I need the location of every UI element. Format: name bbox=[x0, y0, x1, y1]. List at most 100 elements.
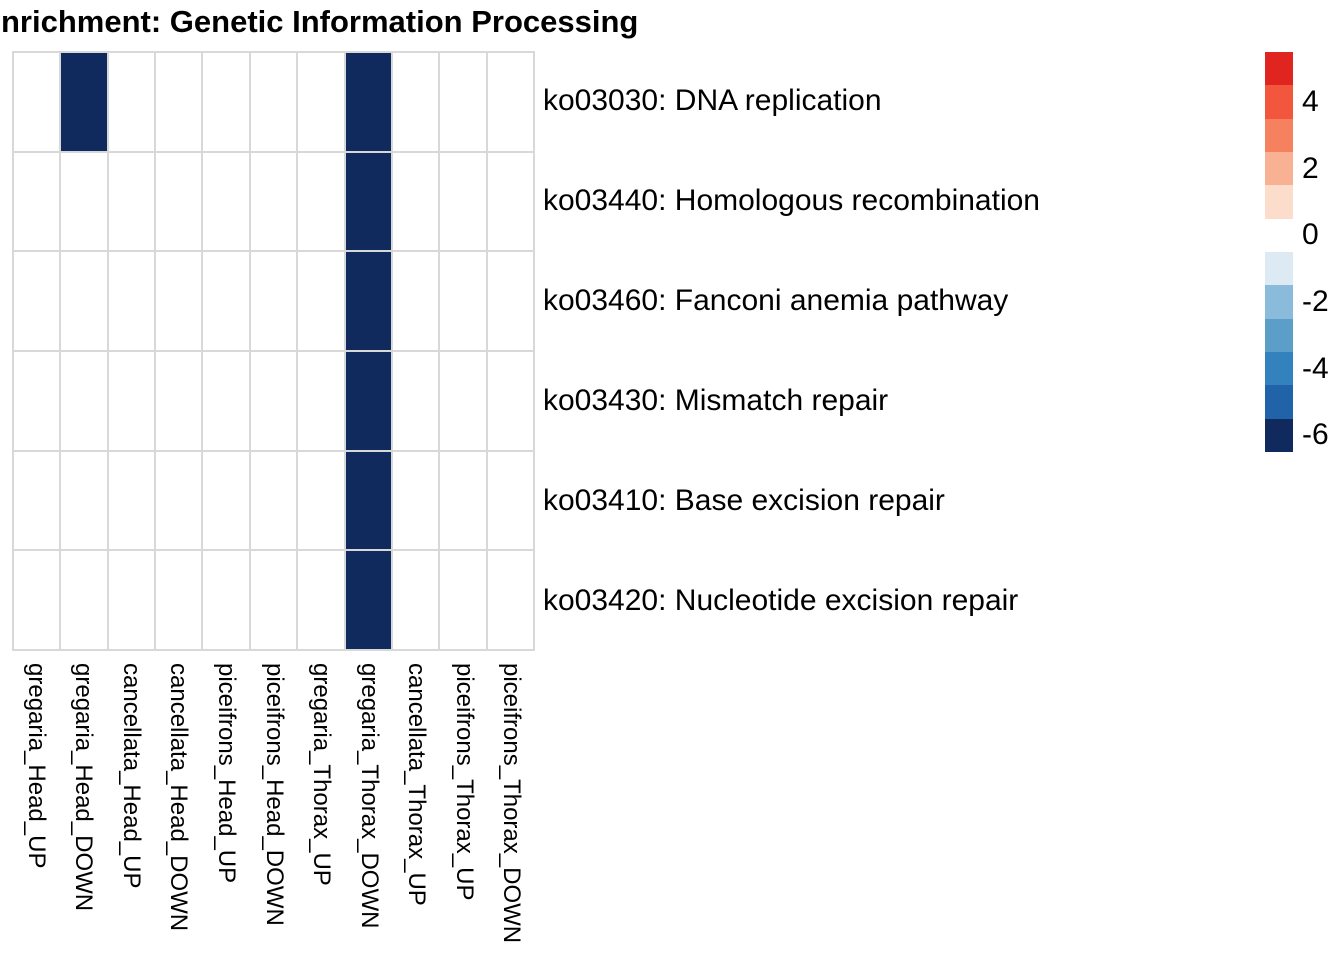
heatmap-cell bbox=[156, 551, 202, 649]
heatmap-cell bbox=[156, 53, 202, 151]
heatmap-cell bbox=[250, 351, 297, 450]
legend-color-scale bbox=[1265, 52, 1293, 452]
legend-color-block bbox=[1265, 151, 1293, 186]
heatmap-cell bbox=[203, 551, 249, 649]
heatmap-cell bbox=[392, 451, 439, 550]
legend-color-block bbox=[1265, 251, 1293, 286]
heatmap-cell bbox=[250, 451, 297, 550]
heatmap-cell bbox=[61, 53, 107, 151]
heatmap-cell bbox=[61, 551, 107, 649]
heatmap-cell bbox=[298, 252, 344, 350]
heatmap-cell bbox=[345, 53, 391, 151]
heatmap-cell bbox=[156, 252, 202, 350]
legend-color-block bbox=[1265, 318, 1293, 352]
row-label: ko03410: Base excision repair bbox=[543, 484, 945, 517]
heatmap-grid bbox=[12, 51, 535, 651]
heatmap-cell bbox=[14, 551, 60, 649]
heatmap-cell bbox=[298, 451, 344, 550]
heatmap-cell bbox=[203, 53, 249, 151]
heatmap-cell bbox=[345, 152, 391, 251]
heatmap-cell bbox=[487, 252, 533, 350]
row-label: ko03420: Nucleotide excision repair bbox=[543, 584, 1019, 617]
legend-color-block bbox=[1265, 52, 1293, 86]
column-label: piceifrons_Head_DOWN bbox=[260, 663, 288, 926]
heatmap-cell bbox=[156, 152, 202, 251]
heatmap-cell bbox=[440, 152, 486, 251]
column-label: piceifrons_Thorax_DOWN bbox=[498, 663, 526, 944]
heatmap-cell bbox=[487, 53, 533, 151]
heatmap-cell bbox=[203, 152, 249, 251]
legend-color-block bbox=[1265, 118, 1293, 152]
heatmap-cell bbox=[298, 551, 344, 649]
legend-color-block bbox=[1265, 351, 1293, 386]
column-label: gregaria_Head_DOWN bbox=[70, 663, 98, 912]
legend-color-block bbox=[1265, 418, 1293, 452]
heatmap-cell bbox=[298, 53, 344, 151]
heatmap-cell bbox=[250, 551, 297, 649]
heatmap-cell bbox=[250, 152, 297, 251]
heatmap-cell bbox=[108, 551, 155, 649]
column-label: gregaria_Thorax_DOWN bbox=[355, 663, 383, 929]
heatmap-cell bbox=[156, 451, 202, 550]
column-label: piceifrons_Thorax_UP bbox=[450, 663, 478, 901]
legend-color-block bbox=[1265, 85, 1293, 119]
heatmap-cell bbox=[487, 451, 533, 550]
heatmap-cell bbox=[392, 252, 439, 350]
heatmap-cell bbox=[108, 252, 155, 350]
chart-title: nrichment: Genetic Information Processin… bbox=[1, 4, 639, 39]
legend-color-block bbox=[1265, 385, 1293, 419]
column-label: cancellata_Head_DOWN bbox=[165, 663, 193, 932]
heatmap-cell bbox=[440, 252, 486, 350]
legend-color-block bbox=[1265, 285, 1293, 319]
heatmap-cell bbox=[345, 351, 391, 450]
legend-tick-label: 0 bbox=[1302, 218, 1319, 252]
heatmap-cell bbox=[14, 451, 60, 550]
row-label: ko03030: DNA replication bbox=[543, 84, 882, 117]
heatmap-cell bbox=[108, 351, 155, 450]
legend-tick-label: -2 bbox=[1302, 284, 1329, 318]
heatmap-cell bbox=[203, 351, 249, 450]
heatmap-cell bbox=[440, 53, 486, 151]
heatmap-cell bbox=[61, 451, 107, 550]
column-label: piceifrons_Head_UP bbox=[212, 663, 240, 884]
legend-tick-label: 4 bbox=[1302, 84, 1319, 118]
heatmap-cell bbox=[392, 152, 439, 251]
heatmap-cell bbox=[392, 351, 439, 450]
column-label: cancellata_Thorax_UP bbox=[403, 663, 431, 906]
legend-tick-label: -4 bbox=[1302, 351, 1329, 385]
heatmap-cell bbox=[14, 53, 60, 151]
heatmap-cell bbox=[392, 551, 439, 649]
heatmap-cell bbox=[250, 252, 297, 350]
legend-tick-label: 2 bbox=[1302, 151, 1319, 185]
heatmap-cell bbox=[298, 351, 344, 450]
column-label: gregaria_Thorax_UP bbox=[308, 663, 336, 886]
heatmap-cell bbox=[14, 252, 60, 350]
column-label: gregaria_Head_UP bbox=[22, 663, 50, 869]
heatmap-cell bbox=[440, 551, 486, 649]
legend-color-block bbox=[1265, 218, 1293, 252]
heatmap-cell bbox=[298, 152, 344, 251]
legend-color-block bbox=[1265, 185, 1293, 219]
legend-tick-label: -6 bbox=[1302, 418, 1329, 452]
heatmap-cell bbox=[108, 152, 155, 251]
row-label: ko03440: Homologous recombination bbox=[543, 184, 1040, 217]
heatmap-cell bbox=[108, 53, 155, 151]
heatmap-cell bbox=[345, 451, 391, 550]
heatmap-cell bbox=[61, 152, 107, 251]
row-label: ko03430: Mismatch repair bbox=[543, 384, 889, 417]
heatmap-cell bbox=[14, 152, 60, 251]
row-label: ko03460: Fanconi anemia pathway bbox=[543, 284, 1009, 317]
heatmap-cell bbox=[345, 252, 391, 350]
heatmap-cell bbox=[487, 551, 533, 649]
heatmap-cell bbox=[250, 53, 297, 151]
heatmap-cell bbox=[203, 451, 249, 550]
column-label: cancellata_Head_UP bbox=[117, 663, 145, 889]
heatmap-cell bbox=[440, 351, 486, 450]
heatmap-cell bbox=[392, 53, 439, 151]
heatmap-cell bbox=[14, 351, 60, 450]
heatmap-cell bbox=[345, 551, 391, 649]
heatmap-cell bbox=[203, 252, 249, 350]
heatmap-cell bbox=[487, 152, 533, 251]
heatmap-cell bbox=[61, 252, 107, 350]
